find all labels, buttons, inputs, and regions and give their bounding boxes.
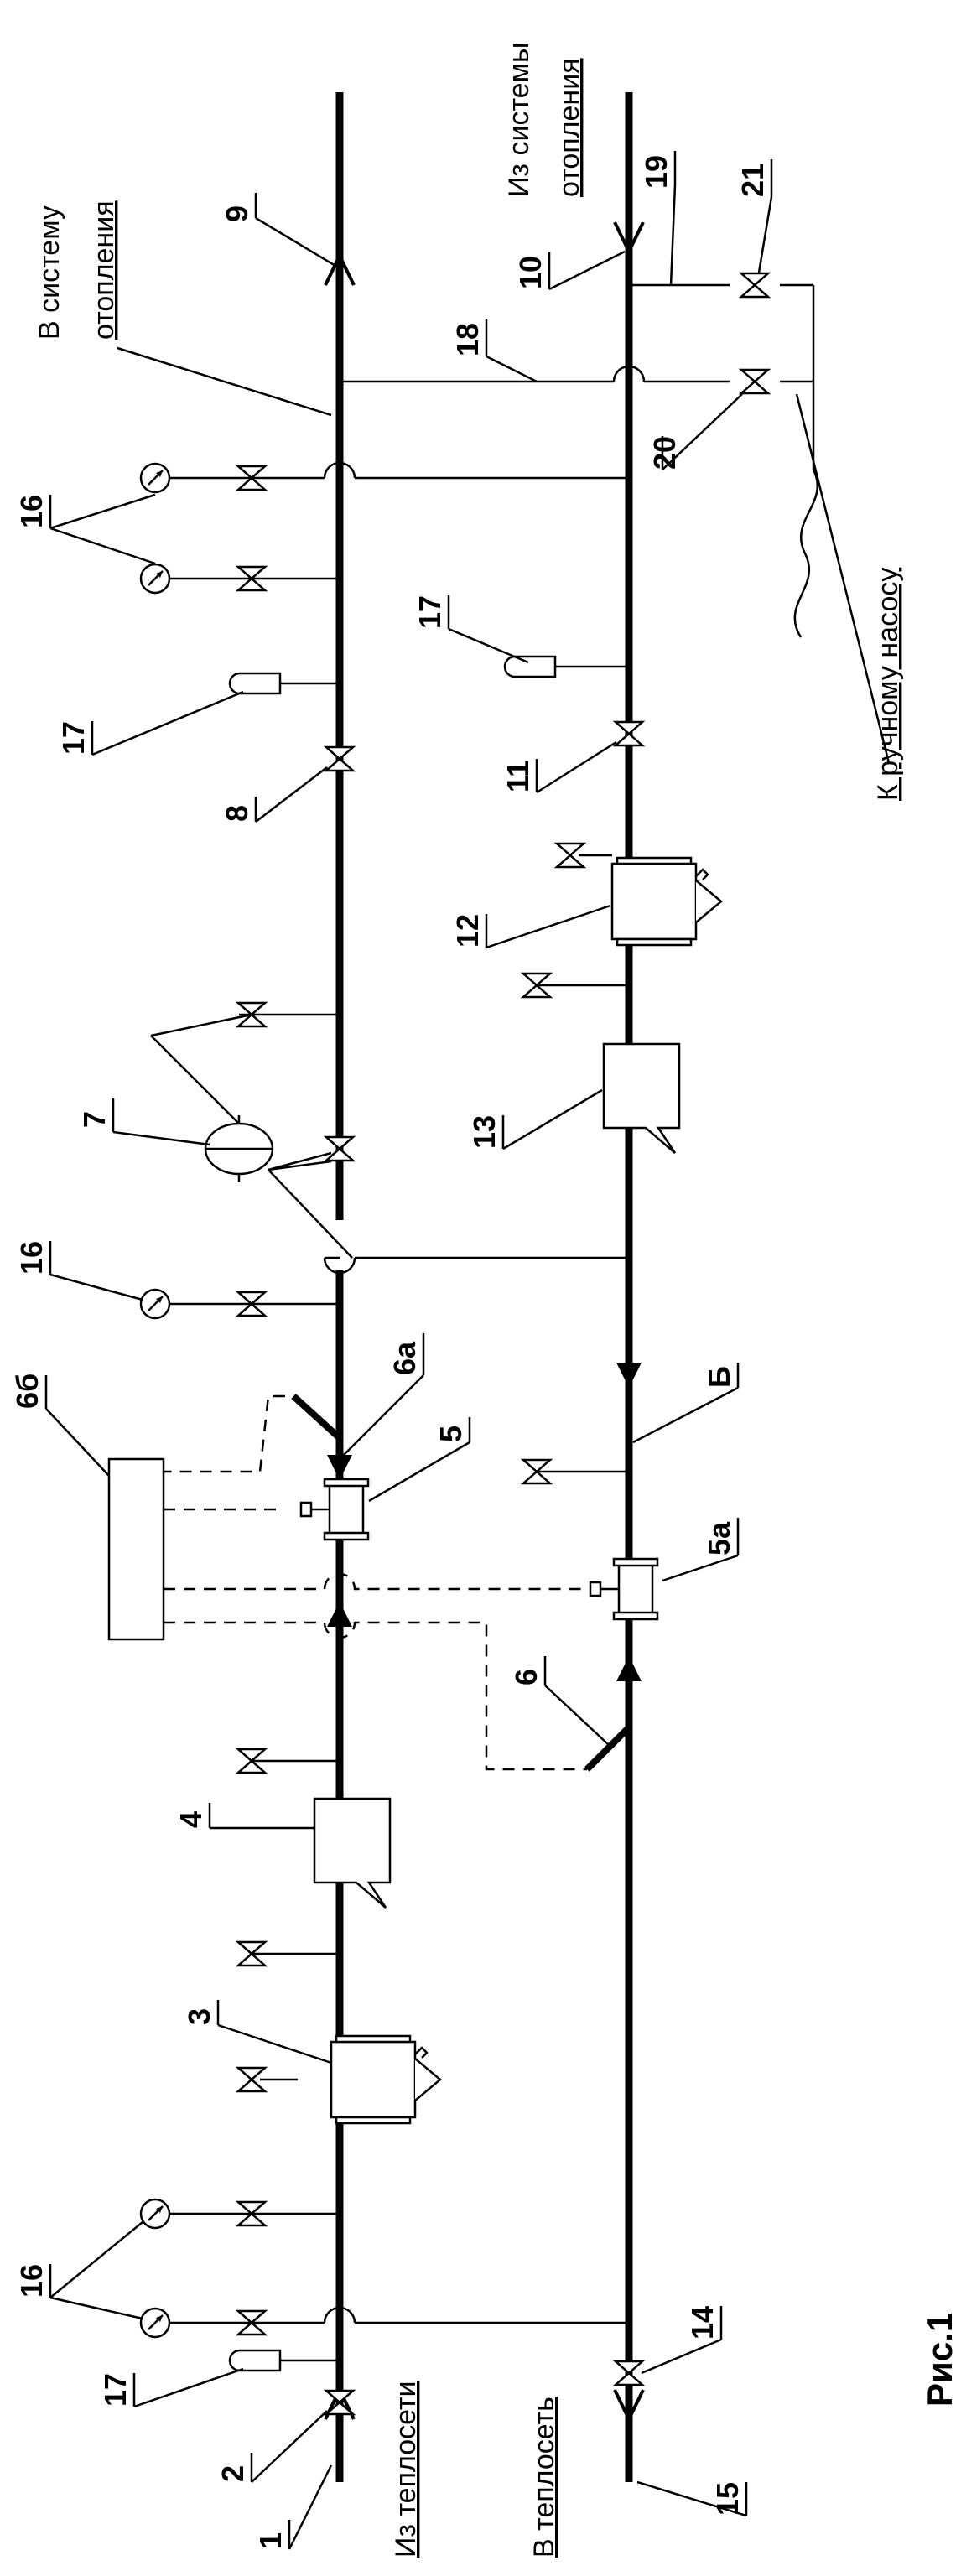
label-12: 12 (450, 914, 485, 948)
return-outlet-arrow (613, 2389, 645, 2423)
label-2: 2 (216, 2465, 250, 2482)
label-15: 15 (710, 2482, 745, 2516)
controller-6b (107, 1457, 165, 1641)
return-inlet-arrow (613, 221, 645, 256)
caption-from-network: Из теплосети (390, 2381, 422, 2558)
valve-7-line (325, 1135, 355, 1162)
check-valve-return-2 (616, 1656, 642, 1681)
label-16-mid: 16 (14, 1241, 49, 1275)
pressure-gauge-icon (139, 462, 171, 494)
label-16-bottom: 16 (14, 2264, 49, 2298)
sump-12 (610, 856, 723, 947)
caption-to-heating-1: В систему (34, 205, 65, 340)
caption-to-network: В теплосеть (528, 2397, 560, 2558)
label-17-mid: 17 (413, 595, 447, 629)
label-6a: 6а (387, 1341, 422, 1375)
check-valve-supply-2 (327, 1602, 352, 1627)
valve-8 (325, 745, 355, 772)
label-8: 8 (220, 805, 254, 822)
label-21: 21 (735, 164, 770, 197)
valve-2 (325, 2389, 355, 2416)
pressure-gauge-icon (139, 2307, 171, 2339)
control-valve-5 (299, 1478, 370, 1541)
strainer-13 (602, 1042, 681, 1155)
caption-from-heating-2: отопления (553, 58, 585, 197)
label-b: Б (702, 1366, 736, 1388)
temp-sensor-6a (291, 1394, 342, 1441)
label-3: 3 (182, 2008, 216, 2025)
valve-20 (740, 368, 770, 395)
pressure-gauge-icon (139, 2198, 171, 2230)
valve-11 (614, 720, 644, 747)
temp-sensor-6 (584, 1725, 631, 1772)
check-valve-supply (327, 1455, 352, 1480)
sump-3 (330, 2034, 442, 2125)
label-17-top: 17 (56, 721, 91, 755)
label-6: 6 (509, 1669, 543, 1685)
caption-to-heating-2: отопления (88, 200, 120, 340)
caption-to-pump: К ручному насосу (872, 568, 904, 801)
label-10: 10 (513, 256, 548, 289)
label-5: 5 (434, 1426, 468, 1442)
label-19: 19 (639, 155, 673, 189)
control-valve-5a (589, 1557, 659, 1621)
label-16-top: 16 (14, 495, 49, 528)
label-7: 7 (77, 1111, 112, 1128)
strainer-4 (313, 1797, 392, 1909)
supply-outlet-arrow (324, 252, 356, 286)
figure-caption: Рис.1 (920, 2313, 959, 2407)
label-5a: 5а (702, 1521, 736, 1555)
label-13: 13 (467, 1115, 501, 1149)
thermometer-icon (503, 655, 557, 678)
label-1: 1 (253, 2532, 288, 2549)
label-17-bottom: 17 (98, 2373, 132, 2407)
pressure-gauge-icon (139, 563, 171, 595)
thermometer-icon (228, 672, 282, 695)
label-20: 20 (647, 436, 682, 470)
valve-14 (614, 2360, 644, 2386)
label-11: 11 (501, 761, 535, 792)
label-6b: 6б (10, 1374, 44, 1409)
thermometer-icon (228, 2349, 282, 2372)
label-18: 18 (450, 323, 485, 356)
label-14: 14 (685, 2306, 719, 2340)
valve-21 (740, 272, 770, 299)
label-9: 9 (220, 205, 254, 222)
label-4: 4 (174, 1811, 208, 1828)
hose-to-pump (793, 469, 819, 638)
check-valve-return-b (616, 1363, 642, 1388)
caption-from-heating-1: Из системы (503, 43, 535, 197)
pressure-gauge-icon (139, 1288, 171, 1320)
